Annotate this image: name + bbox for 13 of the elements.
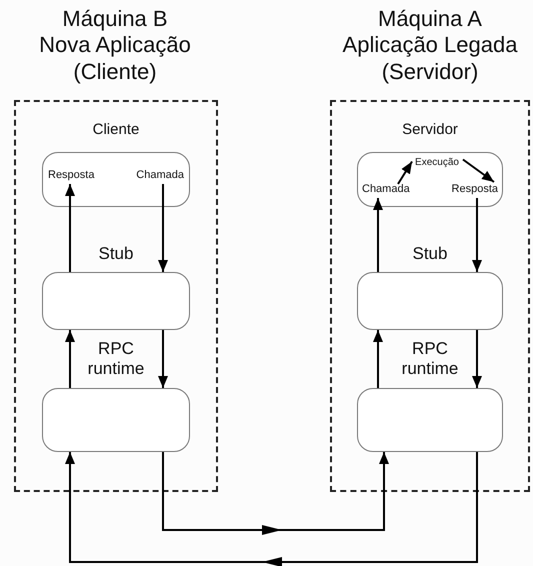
- machine-heading: Máquina B Nova Aplicação (Cliente): [38, 6, 192, 86]
- machine-heading: Máquina A Aplicação Legada (Servidor): [342, 6, 518, 86]
- box-label: Chamada: [136, 169, 184, 181]
- layer-heading: Stub: [412, 244, 448, 264]
- layer-heading: RPC runtime: [86, 339, 146, 380]
- component-heading: Servidor: [401, 121, 459, 139]
- box-label: Execução: [415, 157, 459, 168]
- box-label: Resposta: [48, 169, 94, 181]
- component-heading: Cliente: [92, 121, 140, 139]
- layer-heading: RPC runtime: [400, 339, 460, 380]
- box-label: Resposta: [452, 183, 498, 195]
- layer-heading: Stub: [98, 244, 134, 264]
- box-label: Chamada: [362, 183, 410, 195]
